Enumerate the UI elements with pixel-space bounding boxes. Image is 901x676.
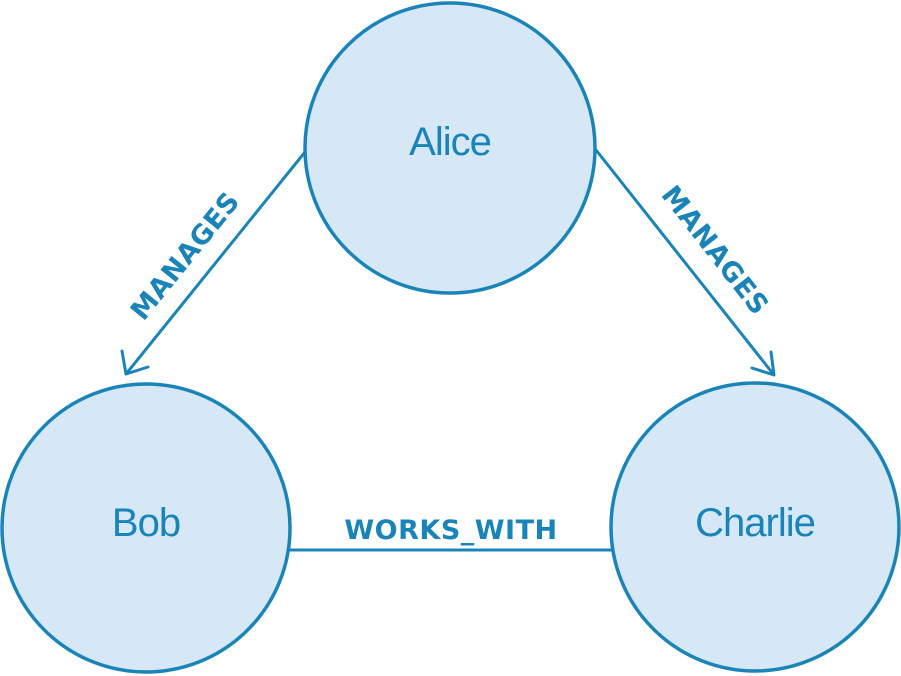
edge-bob-works-with-charlie: WORKS_WITH [290, 515, 612, 552]
node-bob-label: Bob [112, 501, 180, 545]
node-charlie-label: Charlie [695, 501, 815, 545]
node-alice-label: Alice [409, 120, 491, 164]
edge-label-alice-bob: MANAGES [125, 186, 247, 326]
node-alice-circle [303, 1, 597, 295]
edge-line-alice-charlie [594, 149, 776, 376]
edge-line-alice-bob [124, 151, 307, 375]
node-alice[interactable]: Alice [303, 1, 597, 295]
arrow-head-charlie [750, 350, 776, 377]
node-bob-circle [0, 382, 292, 674]
edge-alice-manages-bob: MANAGES [120, 151, 307, 376]
node-bob[interactable]: Bob [0, 382, 292, 674]
edge-alice-manages-charlie: MANAGES [594, 149, 776, 377]
edge-label-bob-charlie: WORKS_WITH [344, 515, 557, 546]
node-charlie[interactable]: Charlie [609, 381, 901, 673]
arrow-head-bob [120, 349, 150, 376]
node-charlie-circle [609, 381, 901, 673]
